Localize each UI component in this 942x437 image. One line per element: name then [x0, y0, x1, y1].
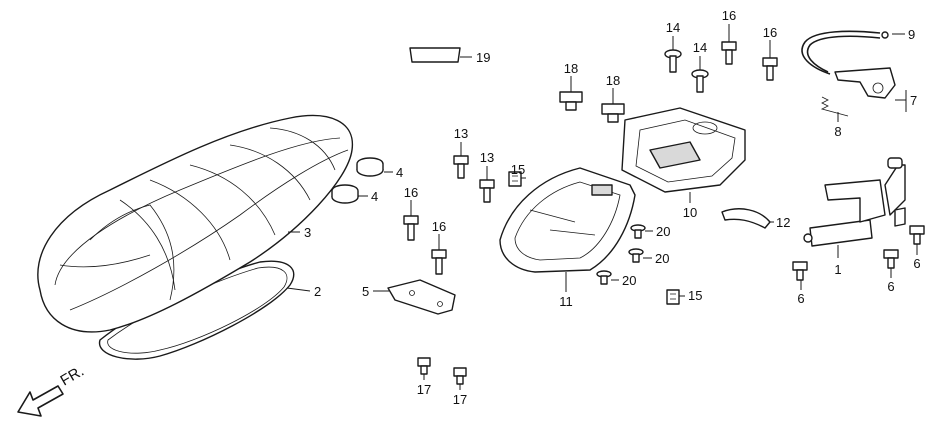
callout-15-upper: 15 — [511, 162, 525, 177]
part-small-cover — [721, 208, 771, 229]
part-screw-20a — [630, 224, 646, 239]
callout-19: 19 — [476, 50, 490, 65]
part-seat — [37, 114, 354, 333]
callout-6-right: 6 — [913, 256, 920, 271]
callout-15-lower: 15 — [688, 288, 702, 303]
part-seat-latch-assembly — [803, 157, 906, 247]
callout-6-mid: 6 — [887, 279, 894, 294]
callout-8: 8 — [834, 124, 841, 139]
callout-4-lower: 4 — [371, 189, 378, 204]
part-box-cover-tray — [621, 107, 746, 193]
part-nut-17a — [417, 357, 431, 375]
part-storage-box — [499, 167, 636, 273]
callout-17-right: 17 — [453, 392, 467, 407]
callout-labels: 1 2 3 4 4 5 6 6 6 7 8 9 10 11 12 13 13 1… — [304, 8, 921, 407]
callout-16-left-lower: 16 — [432, 219, 446, 234]
callout-7: 7 — [910, 93, 917, 108]
part-clip-15a — [508, 171, 522, 187]
callout-20-lower: 20 — [622, 273, 636, 288]
leader-lines — [286, 24, 918, 390]
part-bolt-18b — [601, 103, 625, 123]
callout-12: 12 — [776, 215, 790, 230]
part-bumper-lower — [331, 184, 359, 204]
callout-18-left: 18 — [564, 61, 578, 76]
callout-13-lower: 13 — [480, 150, 494, 165]
callout-20-upper: 20 — [656, 224, 670, 239]
callout-3: 3 — [304, 225, 311, 240]
callout-6-left: 6 — [797, 291, 804, 306]
part-bracket-plate — [387, 279, 456, 315]
part-bolt-6a — [792, 261, 808, 281]
part-screw-20b — [628, 248, 644, 263]
front-direction-indicator: FR. — [17, 363, 87, 417]
part-bolt-6b — [883, 249, 899, 269]
part-bumper-upper — [356, 157, 384, 177]
callout-16-top-left: 16 — [722, 8, 736, 23]
callout-16-top-right: 16 — [763, 25, 777, 40]
part-bolt-14a — [664, 49, 682, 73]
part-bolt-14b — [691, 69, 709, 93]
callout-9: 9 — [908, 27, 915, 42]
part-nut-17b — [453, 367, 467, 385]
callout-1: 1 — [834, 262, 841, 277]
part-cable — [801, 30, 889, 75]
part-bolt-6c — [909, 225, 925, 245]
callout-13-upper: 13 — [454, 126, 468, 141]
front-arrow-icon — [17, 385, 64, 417]
callout-10: 10 — [683, 205, 697, 220]
part-spring — [820, 96, 849, 117]
part-latch — [834, 67, 896, 99]
callout-18-right: 18 — [606, 73, 620, 88]
part-clip-15b — [666, 289, 680, 305]
part-bolt-18a — [559, 91, 583, 111]
part-bolt-13b — [479, 179, 495, 203]
callout-14-left: 14 — [666, 20, 680, 35]
part-bolt-13a — [453, 155, 469, 179]
callout-17-left: 17 — [417, 382, 431, 397]
callout-5: 5 — [362, 284, 369, 299]
part-bolt-16a — [403, 215, 419, 241]
part-bolt-16d — [762, 57, 778, 81]
part-screw-20c — [596, 270, 612, 285]
callout-16-left-upper: 16 — [404, 185, 418, 200]
part-cover-plate — [409, 47, 461, 63]
callout-11: 11 — [559, 294, 573, 309]
callout-14-right: 14 — [693, 40, 707, 55]
part-bolt-16c — [721, 41, 737, 65]
callout-2: 2 — [314, 284, 321, 299]
front-direction-label: FR. — [58, 363, 87, 390]
part-bolt-16b — [431, 249, 447, 275]
callout-4-upper: 4 — [396, 165, 403, 180]
callout-20-mid: 20 — [655, 251, 669, 266]
